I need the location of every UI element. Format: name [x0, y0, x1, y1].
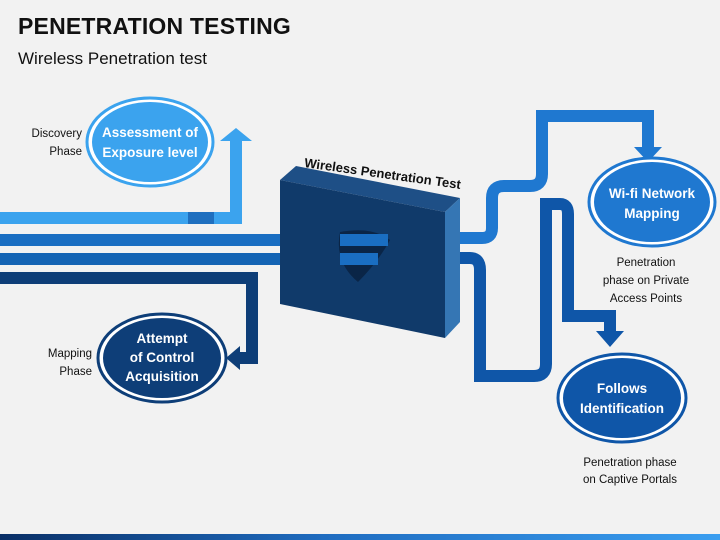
node-follows-line2: Identification — [580, 401, 664, 416]
footer-bar — [0, 534, 720, 540]
pipe-follows-arrowhead — [596, 331, 624, 347]
node-assessment-fill — [92, 102, 208, 182]
label-discovery-line1: Discovery — [32, 128, 83, 140]
pipe-discovery-arrowhead — [220, 128, 252, 141]
pipe-discovery-joint — [188, 212, 214, 224]
node-attempt-line3: Acquisition — [125, 369, 199, 384]
pipe-discovery — [0, 140, 242, 224]
node-follows-line1: Follows — [597, 381, 647, 396]
label-private-line3: Access Points — [610, 293, 682, 305]
label-captive-line1: Penetration phase — [583, 457, 676, 469]
label-mapping-line1: Mapping — [48, 348, 92, 360]
node-assessment-line2: Exposure level — [102, 145, 197, 160]
pipe-wifi — [458, 110, 654, 244]
penetration-box — [280, 166, 460, 338]
pipe-follows — [458, 198, 616, 382]
label-captive-line2: on Captive Portals — [583, 474, 677, 486]
node-assessment: Assessment of Exposure level — [85, 96, 215, 188]
node-assessment-line1: Assessment of — [102, 125, 199, 140]
box-side-face — [445, 198, 460, 338]
label-private-line2: phase on Private — [603, 275, 689, 287]
node-attempt-fill — [103, 318, 221, 398]
node-wifi-line2: Mapping — [624, 206, 680, 221]
page-subtitle: Wireless Penetration test — [18, 49, 207, 68]
label-mapping-line2: Phase — [59, 366, 92, 378]
pipe-mapping-arrowhead — [226, 346, 240, 370]
node-wifi-line1: Wi-fi Network — [609, 186, 696, 201]
label-private-line1: Penetration — [617, 257, 676, 269]
node-wifi-fill — [594, 162, 710, 242]
node-attempt: Attempt of Control Acquisition — [96, 312, 228, 404]
box-top-face — [280, 166, 460, 212]
node-attempt-line2: of Control — [130, 350, 194, 365]
box-hole-pipe-overlay — [340, 234, 388, 265]
node-follows: Follows Identification — [556, 352, 688, 444]
node-follows-fill — [563, 358, 681, 438]
node-attempt-line1: Attempt — [137, 331, 188, 346]
page-title: PENETRATION TESTING — [18, 13, 291, 39]
node-wifi: Wi-fi Network Mapping — [587, 156, 717, 248]
pipe-wifi-arrowhead — [634, 147, 662, 162]
pipe-mapping — [0, 272, 258, 364]
label-discovery-line2: Phase — [49, 146, 82, 158]
